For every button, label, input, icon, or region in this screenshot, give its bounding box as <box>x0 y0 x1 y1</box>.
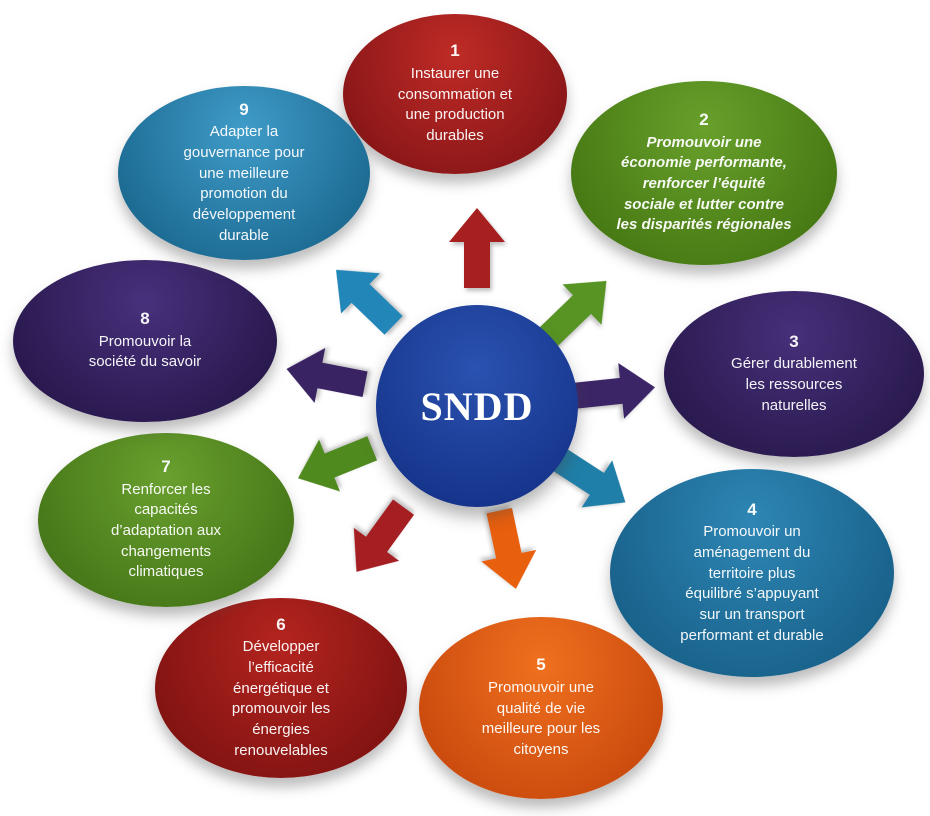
arrow-goal-3-icon <box>574 363 655 419</box>
arrow-goal-5-icon <box>481 507 537 589</box>
goal-number: 7 <box>161 457 171 476</box>
goal-ellipse-2: 2 Promouvoir une économie performante, r… <box>571 81 837 265</box>
goal-label: Promouvoir une économie performante, ren… <box>616 133 792 234</box>
goal-ellipse-6: 6 Développer l’efficacité énergétique et… <box>155 598 407 778</box>
goal-label: Promouvoir la société du savoir <box>88 332 202 371</box>
arrow-goal-7-icon <box>298 436 378 492</box>
arrow-goal-1-icon <box>449 208 505 288</box>
goal-ellipse-3: 3 Gérer durablement les ressources natur… <box>664 291 924 457</box>
goal-ellipse-9: 9 Adapter la gouvernance pour une meille… <box>118 86 370 260</box>
goal-label: Gérer durablement les ressources naturel… <box>731 355 857 414</box>
goal-number: 3 <box>789 331 799 351</box>
goal-label: Promouvoir une qualité de vie meilleure … <box>481 678 601 758</box>
goal-ellipse-4: 4 Promouvoir un aménagement du territoir… <box>610 469 894 677</box>
goal-ellipse-5: 5 Promouvoir une qualité de vie meilleur… <box>419 617 663 799</box>
goal-number: 4 <box>747 499 757 519</box>
goal-label: Promouvoir un aménagement du territoire … <box>680 523 824 644</box>
goal-ellipse-1: 1 Instaurer une consommation et une prod… <box>343 14 567 174</box>
goal-ellipse-8: 8 Promouvoir la société du savoir <box>13 260 277 422</box>
center-label: SNDD <box>420 383 534 429</box>
goal-number: 2 <box>699 110 709 129</box>
goal-label: Adapter la gouvernance pour une meilleur… <box>183 123 305 244</box>
goal-number: 6 <box>276 614 286 634</box>
goal-number: 8 <box>140 309 150 329</box>
goal-ellipse-7: 7 Renforcer les capacités d’adaptation a… <box>38 433 294 607</box>
arrow-goal-8-icon <box>286 347 368 403</box>
center-circle: SNDD <box>376 305 578 507</box>
goal-label: Renforcer les capacités d’adaptation aux… <box>110 480 222 581</box>
goal-number: 5 <box>536 655 546 675</box>
arrow-goal-6-icon <box>353 499 415 572</box>
goal-number: 9 <box>239 99 249 119</box>
goal-number: 1 <box>450 41 460 61</box>
arrow-goal-9-icon <box>336 269 403 335</box>
goal-label: Instaurer une consommation et une produc… <box>397 64 513 144</box>
goal-label: Développer l’efficacité énergétique et p… <box>231 638 331 759</box>
